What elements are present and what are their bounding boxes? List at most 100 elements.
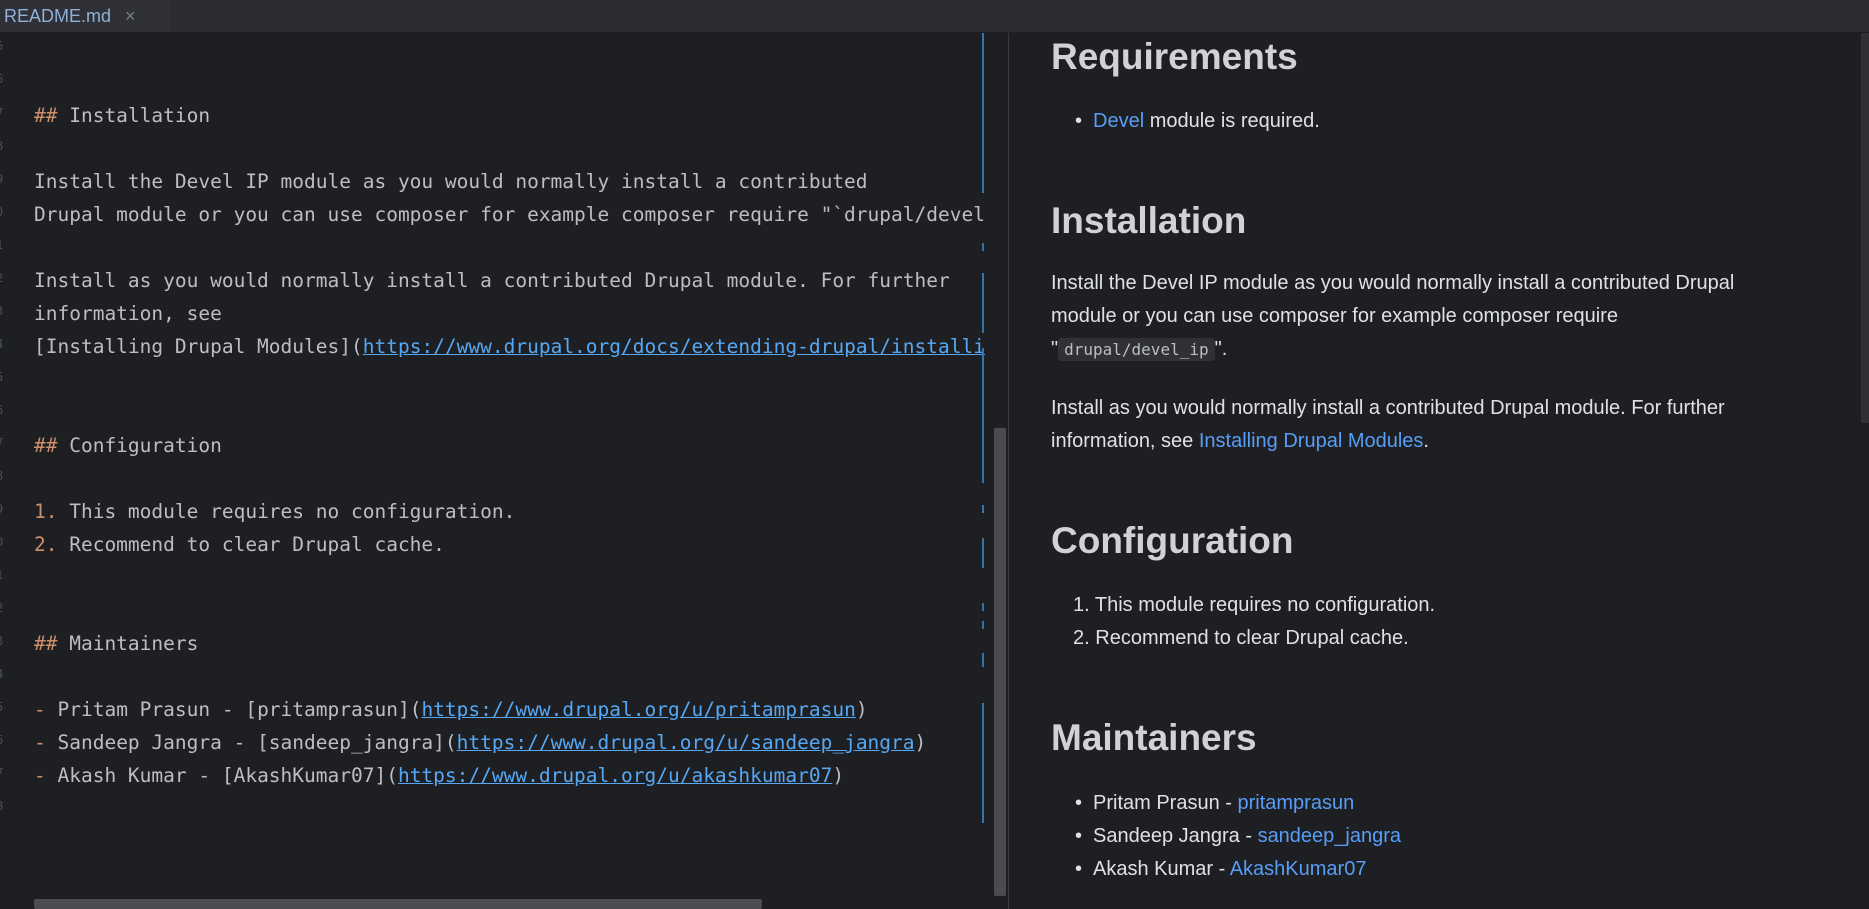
line-number: 8 bbox=[0, 799, 6, 813]
line-number: 5 bbox=[0, 370, 6, 384]
line-number: 5 bbox=[0, 700, 6, 714]
maintainer-link[interactable]: AkashKumar07 bbox=[1229, 858, 1367, 880]
preview-heading-installation: Installation bbox=[1051, 200, 1247, 241]
line-number: 0 bbox=[0, 205, 6, 219]
list-text: module is required. bbox=[1144, 110, 1320, 132]
line-number: 0 bbox=[0, 535, 6, 549]
paragraph-line: "drupal/devel_ip". bbox=[1051, 333, 1831, 366]
change-marker bbox=[982, 505, 984, 513]
line-number: 6 bbox=[0, 733, 6, 747]
code-line[interactable]: Install the Devel IP module as you would… bbox=[34, 170, 868, 193]
line-number: 7 bbox=[0, 436, 6, 450]
line-number: 9 bbox=[0, 172, 6, 186]
close-icon[interactable]: × bbox=[125, 5, 136, 26]
list-marker: 1. bbox=[1073, 594, 1090, 616]
list-marker: 2. bbox=[1073, 627, 1090, 649]
code-line-list-item[interactable]: - Akash Kumar - [AkashKumar07](https://w… bbox=[34, 764, 844, 787]
code-line-list-item[interactable]: - Sandeep Jangra - [sandeep_jangra](http… bbox=[34, 731, 926, 754]
line-number: 1 bbox=[0, 568, 6, 582]
code-line[interactable]: Drupal module or you can use composer fo… bbox=[34, 203, 985, 226]
tab-readme[interactable]: README.md × bbox=[0, 0, 170, 32]
devel-link[interactable]: Devel bbox=[1093, 110, 1145, 132]
line-number: 6 bbox=[0, 72, 6, 86]
maintainer-link[interactable]: sandeep_jangra bbox=[1257, 825, 1402, 847]
installing-drupal-modules-link[interactable]: Installing Drupal Modules bbox=[1198, 430, 1424, 452]
list-item: Devel module is required. bbox=[1075, 110, 1320, 133]
paragraph-line: Install the Devel IP module as you would… bbox=[1051, 272, 1735, 294]
line-number: 1 bbox=[0, 238, 6, 252]
heading-text: Configuration bbox=[57, 434, 222, 457]
line-number: 3 bbox=[0, 634, 6, 648]
heading-marker: ## bbox=[34, 434, 58, 457]
code-url-link[interactable]: https://www.drupal.org/u/sandeep_jangra bbox=[456, 731, 915, 754]
line-number: 7 bbox=[0, 766, 6, 780]
maintainer-link[interactable]: pritamprasun bbox=[1237, 792, 1355, 814]
list-item: 2. Recommend to clear Drupal cache. bbox=[1073, 627, 1409, 650]
list-item: Akash Kumar - AkashKumar07 bbox=[1075, 858, 1367, 881]
editor-horizontal-scrollbar[interactable] bbox=[34, 899, 762, 909]
change-marker bbox=[982, 243, 984, 251]
list-text: This module requires no configuration. bbox=[57, 500, 516, 523]
change-marker bbox=[982, 603, 984, 611]
paragraph-text: . bbox=[1423, 430, 1429, 452]
line-number: 2 bbox=[0, 601, 6, 615]
list-text: Pritam Prasun - bbox=[1093, 792, 1238, 814]
list-text: This module requires no configuration. bbox=[1094, 594, 1436, 616]
change-marker bbox=[982, 703, 984, 823]
preview-scrollbar[interactable] bbox=[1861, 33, 1869, 423]
line-number: 3 bbox=[0, 304, 6, 318]
line-number: 8 bbox=[0, 469, 6, 483]
change-marker bbox=[982, 33, 984, 193]
paragraph-text: information, see bbox=[1051, 430, 1199, 452]
list-text: Pritam Prasun - [pritamprasun]( bbox=[45, 698, 422, 721]
line-number: 6 bbox=[0, 403, 6, 417]
markdown-editor[interactable]: 5 6 7 8 9 0 1 2 3 4 5 6 7 8 9 0 1 2 3 4 … bbox=[0, 33, 1008, 909]
line-number: 2 bbox=[0, 271, 6, 285]
split-divider[interactable] bbox=[1008, 33, 1009, 909]
code-line-configuration-heading[interactable]: ## Configuration bbox=[34, 434, 222, 457]
line-number: 5 bbox=[0, 39, 6, 53]
code-line-list-item[interactable]: 1. This module requires no configuration… bbox=[34, 500, 515, 523]
line-number: 7 bbox=[0, 106, 6, 120]
heading-text: Installation bbox=[57, 104, 211, 127]
code-line[interactable]: Install as you would normally install a … bbox=[34, 269, 950, 292]
line-number: 4 bbox=[0, 337, 6, 351]
change-marker bbox=[982, 348, 984, 483]
code-url-link[interactable]: https://www.drupal.org/u/akashkumar07 bbox=[397, 764, 833, 787]
editor-vertical-scrollbar[interactable] bbox=[994, 428, 1006, 896]
list-text: ) bbox=[832, 764, 845, 787]
code-line-list-item[interactable]: 2. Recommend to clear Drupal cache. bbox=[34, 533, 445, 556]
heading-marker: ## bbox=[34, 632, 58, 655]
change-marker bbox=[982, 538, 984, 568]
code-line-link[interactable]: [Installing Drupal Modules](https://www.… bbox=[34, 335, 985, 358]
paragraph-line: Install as you would normally install a … bbox=[1051, 397, 1725, 419]
heading-text: Maintainers bbox=[57, 632, 199, 655]
code-line[interactable]: information, see bbox=[34, 302, 222, 325]
list-item: Pritam Prasun - pritamprasun bbox=[1075, 792, 1355, 815]
line-number: 9 bbox=[0, 502, 6, 516]
list-item: 1. This module requires no configuration… bbox=[1073, 594, 1435, 617]
list-item: Sandeep Jangra - sandeep_jangra bbox=[1075, 825, 1402, 848]
paragraph-line: information, see Installing Drupal Modul… bbox=[1051, 425, 1831, 458]
code-url-link[interactable]: https://www.drupal.org/u/pritamprasun bbox=[421, 698, 856, 721]
preview-heading-requirements: Requirements bbox=[1051, 36, 1298, 77]
markdown-preview: Requirements Devel module is required. I… bbox=[1009, 33, 1869, 909]
quote-close: ". bbox=[1214, 338, 1228, 360]
code-line-maintainers-heading[interactable]: ## Maintainers bbox=[34, 632, 198, 655]
tab-label[interactable]: README.md bbox=[4, 5, 112, 26]
link-text: [Installing Drupal Modules]( bbox=[34, 335, 363, 358]
inline-code: drupal/devel_ip bbox=[1058, 338, 1215, 361]
code-url-link[interactable]: https://www.drupal.org/docs/extending-dr… bbox=[362, 335, 985, 358]
list-marker: - bbox=[34, 698, 46, 721]
code-line-installation-heading[interactable]: ## Installation bbox=[34, 104, 210, 127]
code-line-list-item[interactable]: - Pritam Prasun - [pritamprasun](https:/… bbox=[34, 698, 868, 721]
change-marker bbox=[982, 621, 984, 629]
line-number-gutter: 5 6 7 8 9 0 1 2 3 4 5 6 7 8 9 0 1 2 3 4 … bbox=[0, 33, 8, 909]
heading-marker: ## bbox=[34, 104, 58, 127]
change-marker bbox=[982, 653, 984, 667]
list-marker: - bbox=[34, 731, 46, 754]
list-text: Akash Kumar - [AkashKumar07]( bbox=[45, 764, 398, 787]
list-text: Sandeep Jangra - [sandeep_jangra]( bbox=[45, 731, 457, 754]
list-marker: 2. bbox=[34, 533, 58, 556]
list-text: Sandeep Jangra - bbox=[1093, 825, 1258, 847]
